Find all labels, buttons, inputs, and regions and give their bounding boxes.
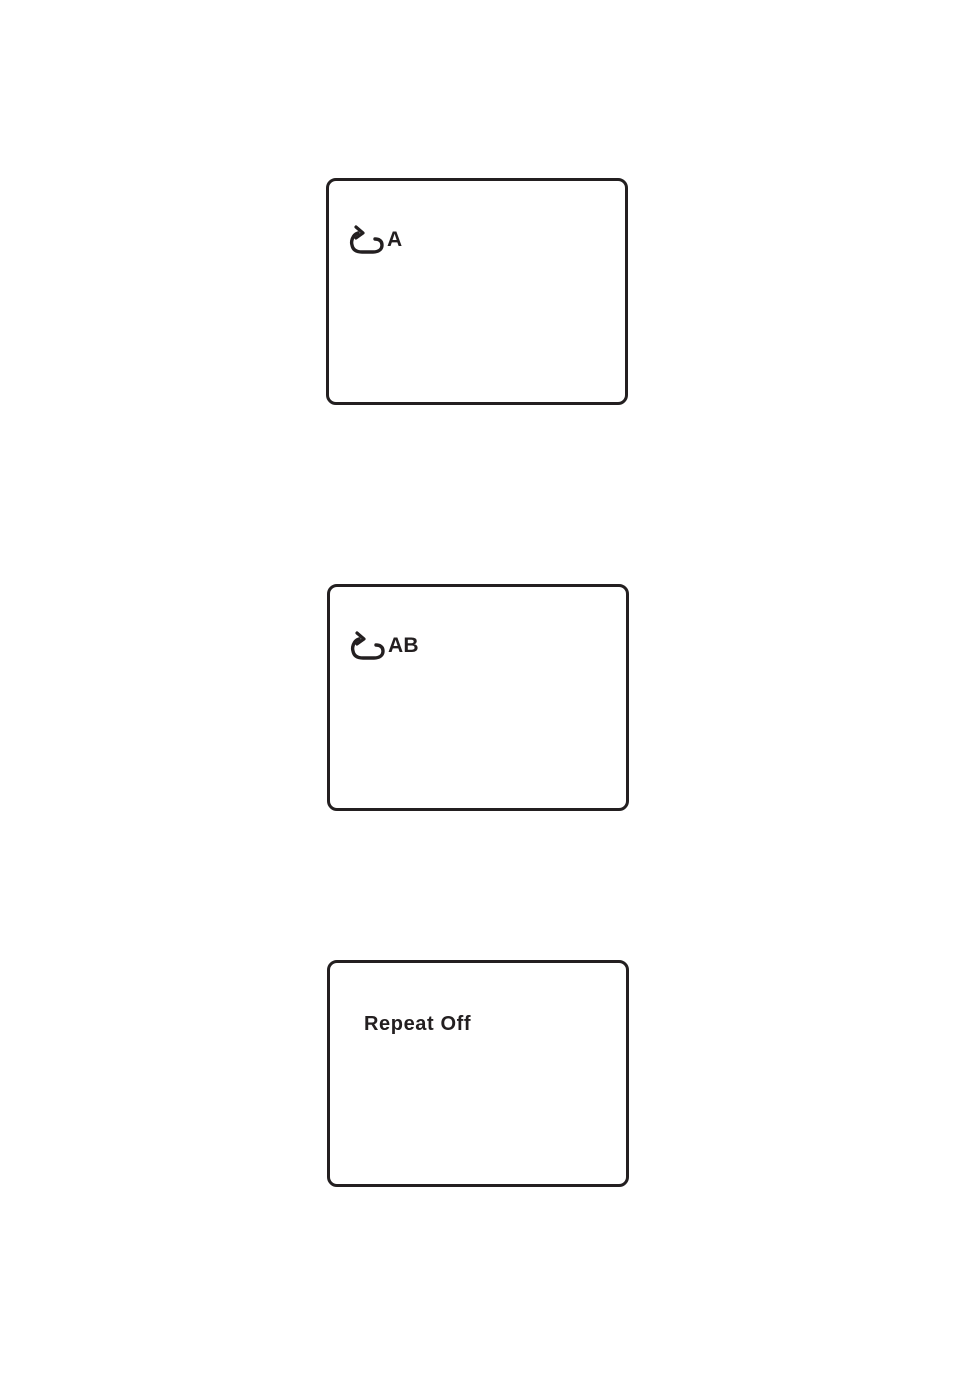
repeat-off-label: Repeat Off [364,1013,471,1036]
repeat-icon [350,631,386,661]
repeat-mode-label: AB [388,634,419,658]
osd-indicator: AB [350,631,419,661]
osd-screen-repeat-off: Repeat Off [327,960,629,1187]
repeat-icon [349,225,385,255]
osd-screen-repeat-ab: AB [327,584,629,811]
repeat-mode-label: A [387,228,402,252]
osd-indicator: A [349,225,402,255]
osd-screen-repeat-a: A [326,178,628,405]
